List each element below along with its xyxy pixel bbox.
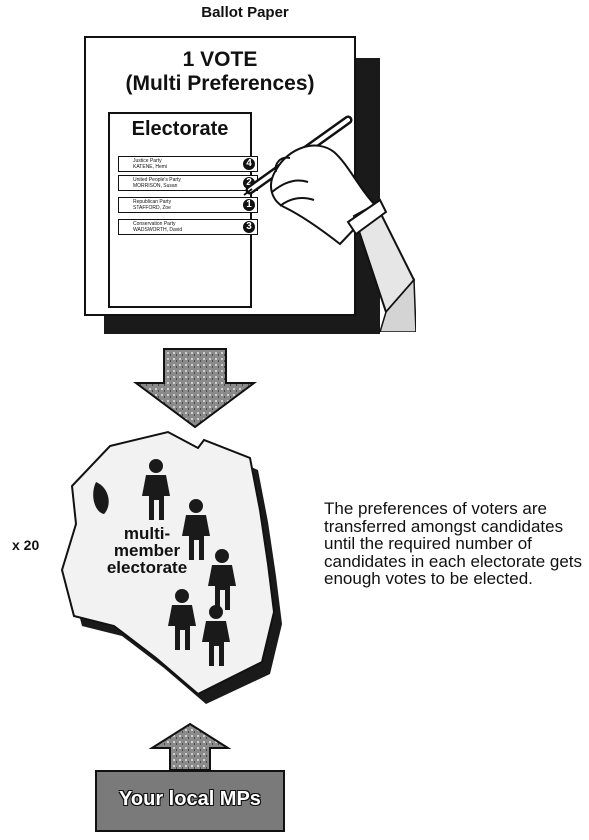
region-label: multi- member electorate: [92, 525, 202, 576]
candidate-row: United People's Party MORRISON, Susan 2: [118, 175, 258, 191]
region-label-line2: member: [113, 541, 181, 560]
preference-number: 1: [243, 199, 255, 211]
person-icon: [168, 589, 196, 650]
candidate-row: Justice Party KATENE, Hemi 4: [118, 156, 258, 172]
local-mps-label: Your local MPs: [119, 788, 261, 810]
multi-member-electorate-map: [60, 430, 282, 704]
candidate-name: KATENE, Hemi: [133, 164, 168, 170]
vote-heading-line2: (Multi Preferences): [125, 72, 315, 95]
candidate-party: Justice Party: [133, 158, 162, 164]
description-text: The preferences of voters are transferre…: [324, 499, 583, 588]
candidate-name: WADSWORTH, David: [133, 227, 183, 233]
multiplier-label: x 20: [12, 537, 40, 553]
region-label-line1: multi-: [123, 524, 171, 543]
preference-number: 3: [243, 221, 255, 233]
hand-with-pen-illustration: [243, 115, 416, 332]
person-icon: [202, 605, 230, 666]
person-icon: [182, 499, 210, 560]
sleeve-icon: [346, 198, 416, 332]
vote-heading: 1 VOTE (Multi Preferences): [84, 48, 356, 96]
candidate-row: Republican Party STAFFORD, Zoe 1: [118, 197, 258, 213]
candidate-party: Conservation Party: [133, 221, 176, 227]
local-mps-box: [95, 770, 285, 832]
person-icon: [208, 549, 236, 610]
person-icon: [142, 459, 170, 520]
candidate-name: STAFFORD, Zoe: [133, 205, 171, 211]
candidate-name: MORRISON, Susan: [133, 183, 178, 189]
region-label-line3: electorate: [106, 558, 188, 577]
down-arrow-icon: [132, 348, 258, 429]
vote-heading-line1: 1 VOTE: [182, 48, 258, 71]
candidate-row: Conservation Party WADSWORTH, David 3: [118, 219, 258, 235]
ballot-paper-title: Ballot Paper: [201, 4, 289, 21]
up-arrow-icon: [148, 722, 232, 771]
candidate-party: United People's Party: [133, 177, 181, 183]
electorate-label: Electorate: [131, 118, 229, 140]
preference-number: 4: [243, 158, 255, 170]
candidate-party: Republican Party: [133, 199, 172, 205]
